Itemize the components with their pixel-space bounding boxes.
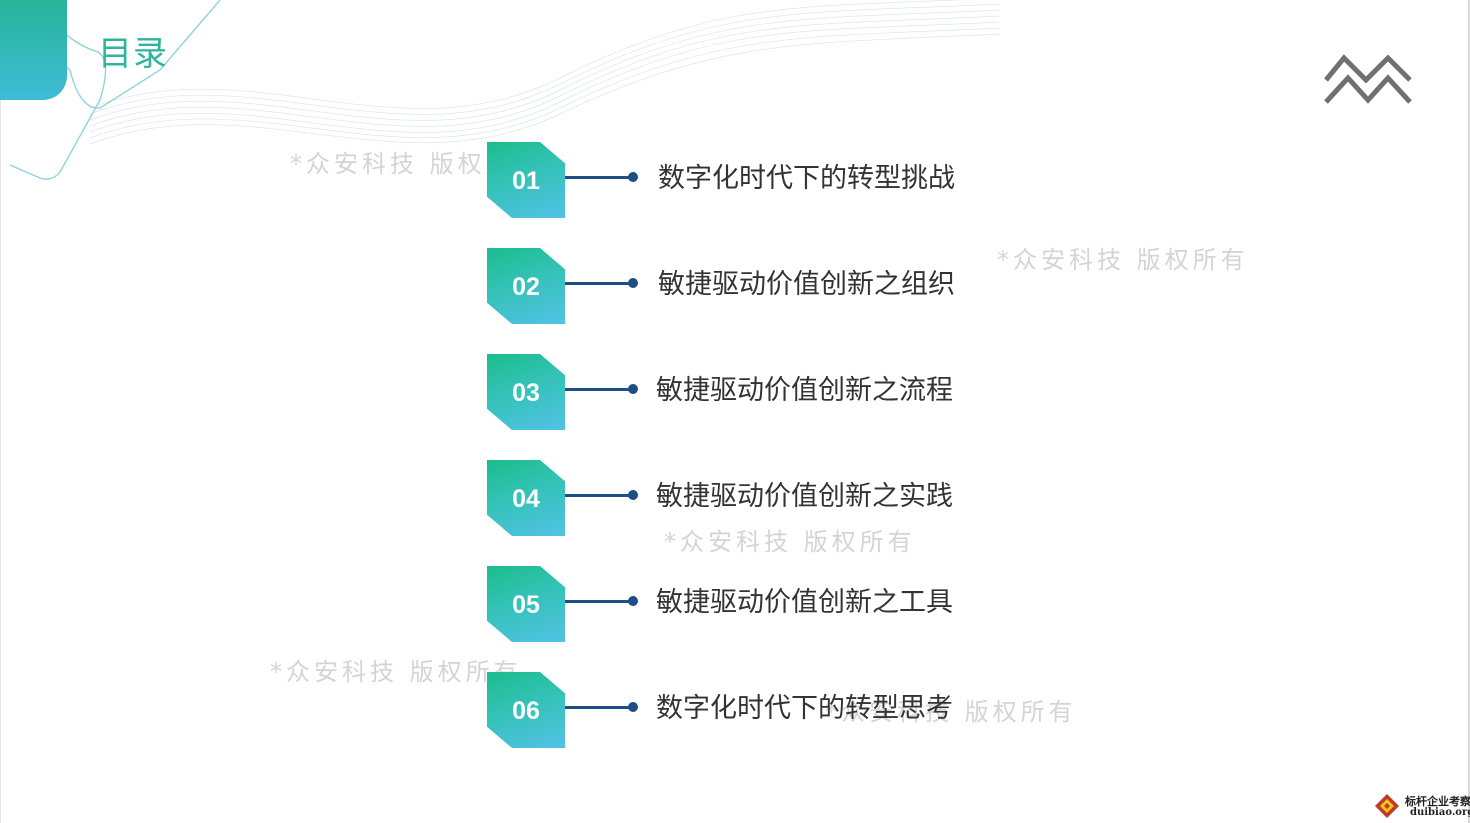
toc-number-badge: 03 (487, 354, 565, 430)
toc-number-badge: 05 (487, 566, 565, 642)
toc-number-badge: 01 (487, 142, 565, 218)
toc-connector-line (565, 600, 631, 603)
toc-item-label: 数字化时代下的转型挑战 (658, 163, 955, 194)
toc-item-01[interactable]: 01 数字化时代下的转型挑战 (487, 142, 1047, 218)
watermark: *众安科技 版权所有 (997, 246, 1249, 274)
corner-accent-tab (0, 0, 67, 100)
decorative-wave-lines (0, 0, 1000, 180)
watermark: *众安科技 版权所有 (825, 698, 1077, 726)
watermark: *众安科技 版权所有 (664, 528, 916, 556)
toc-item-label: 敏捷驱动价值创新之组织 (658, 269, 955, 300)
toc-connector-dot (628, 596, 638, 606)
toc-connector-dot (628, 172, 638, 182)
toc-connector-line (565, 494, 631, 497)
toc-connector-line (565, 176, 631, 179)
toc-item-06[interactable]: 06 数字化时代下的转型思考 (487, 672, 1047, 748)
toc-number: 05 (512, 590, 540, 619)
toc-item-02[interactable]: 02 敏捷驱动价值创新之组织 (487, 248, 1047, 324)
slide-left-border (0, 0, 1, 823)
diamond-logo-icon (1375, 794, 1399, 818)
site-logo[interactable]: 标杆企业考察 duibiao.org (1370, 791, 1470, 821)
toc-number: 06 (512, 696, 540, 725)
toc-connector-line (565, 282, 631, 285)
logo-domain: duibiao.org (1410, 807, 1470, 818)
toc-connector-dot (628, 384, 638, 394)
mountain-chevron-icon (1324, 54, 1412, 104)
toc-item-label: 数字化时代下的转型思考 (656, 693, 953, 724)
toc-connector-dot (628, 278, 638, 288)
watermark: *众安科技 版权所有 (270, 658, 522, 686)
toc-number: 02 (512, 272, 540, 301)
toc-item-label: 敏捷驱动价值创新之流程 (656, 375, 953, 406)
toc-number: 01 (512, 166, 540, 195)
toc-number-badge: 06 (487, 672, 565, 748)
slide-title: 目录 (98, 34, 168, 74)
toc-number: 04 (512, 484, 540, 513)
toc-number-badge: 02 (487, 248, 565, 324)
toc-item-label: 敏捷驱动价值创新之实践 (656, 481, 953, 512)
toc-item-03[interactable]: 03 敏捷驱动价值创新之流程 (487, 354, 1047, 430)
toc-connector-dot (628, 490, 638, 500)
logo-name: 标杆企业考察 (1405, 795, 1470, 808)
toc-item-04[interactable]: 04 敏捷驱动价值创新之实践 (487, 460, 1047, 536)
toc-number-badge: 04 (487, 460, 565, 536)
toc-item-label: 敏捷驱动价值创新之工具 (656, 587, 953, 618)
toc-connector-dot (628, 702, 638, 712)
toc-number: 03 (512, 378, 540, 407)
toc-connector-line (565, 706, 631, 709)
toc-item-05[interactable]: 05 敏捷驱动价值创新之工具 (487, 566, 1047, 642)
slide-right-border (1468, 0, 1470, 823)
toc-connector-line (565, 388, 631, 391)
